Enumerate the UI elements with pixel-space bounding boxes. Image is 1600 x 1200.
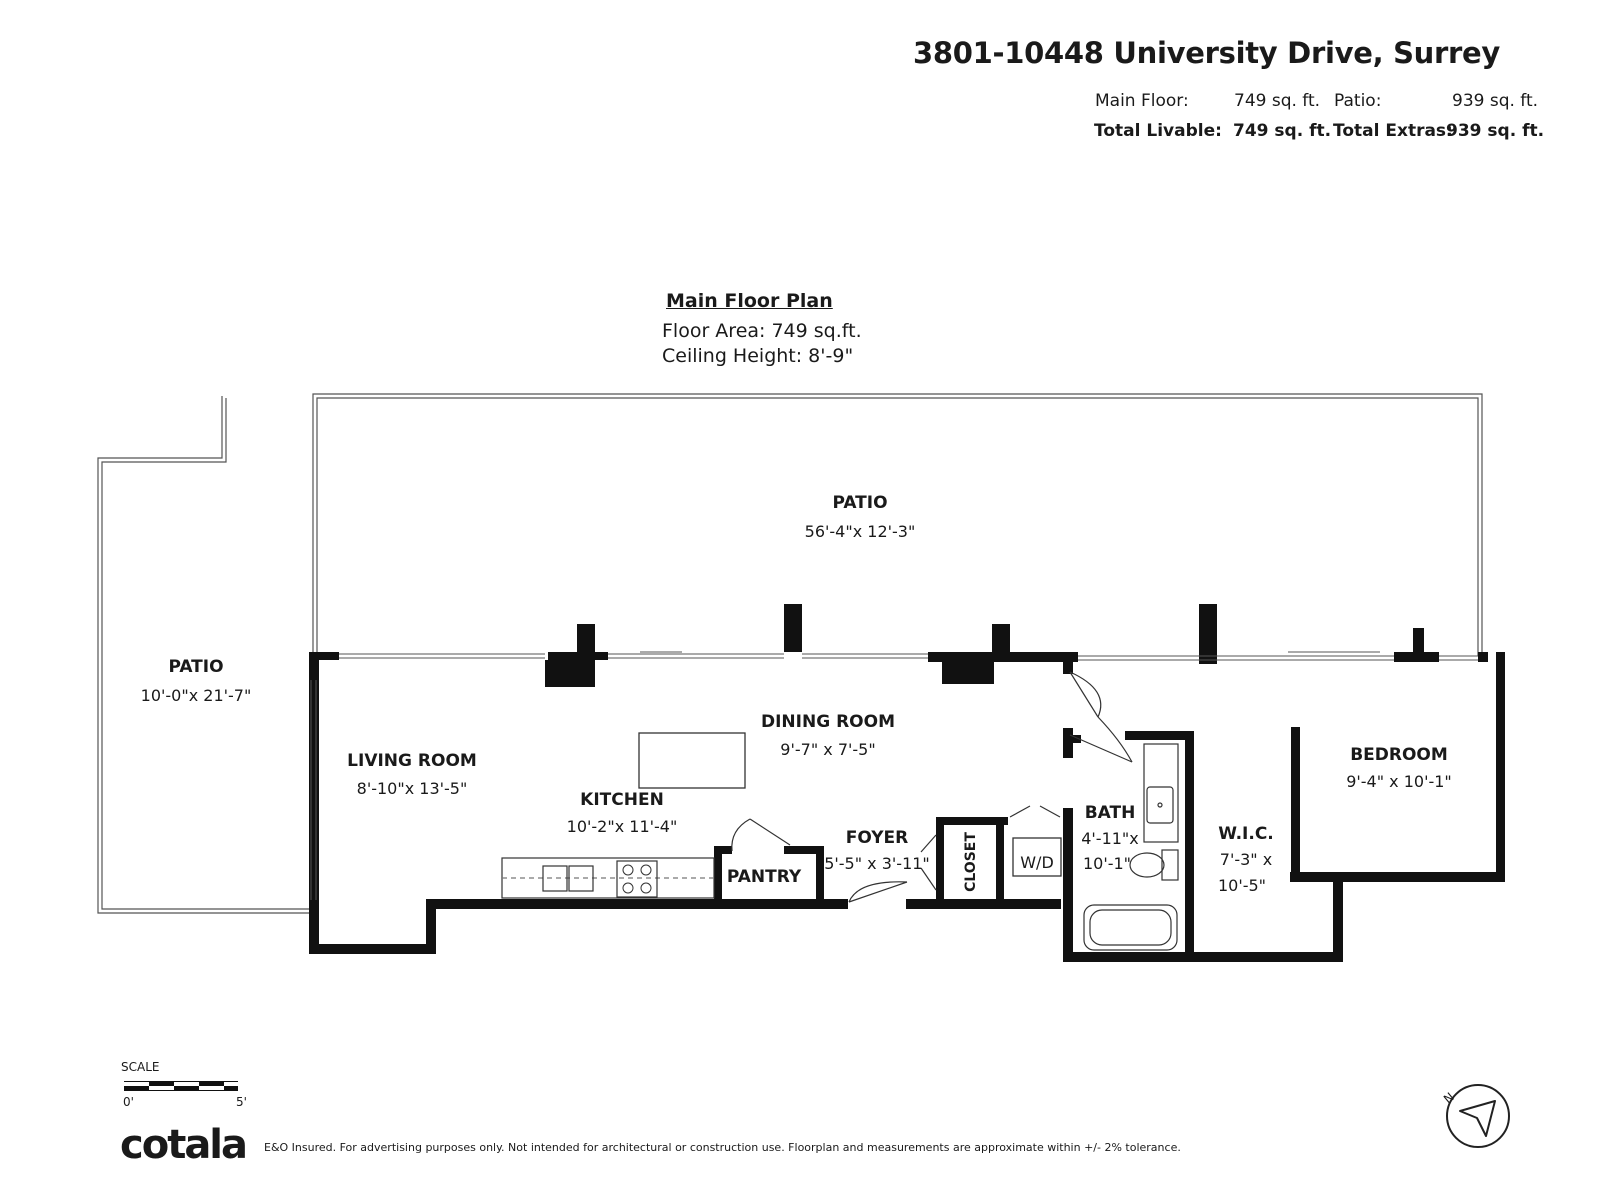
svg-text:N: N <box>1441 1090 1457 1106</box>
total-extras-label: Total Extras: <box>1333 121 1453 141</box>
kitchen-dims: 10'-2"x 11'-4" <box>567 817 678 836</box>
plan-title: Main Floor Plan <box>666 290 833 312</box>
dining-room-dims: 9'-7" x 7'-5" <box>780 740 875 759</box>
patio-outline <box>312 393 1483 656</box>
total-extras-value: 939 sq. ft. <box>1446 121 1545 141</box>
structural-columns <box>545 604 1424 687</box>
patio-left-dims: 10'-0"x 21'-7" <box>141 686 252 705</box>
kitchen-label: KITCHEN <box>580 790 664 810</box>
exterior-walls <box>309 652 1505 962</box>
scale-zero: 0' <box>123 1095 134 1109</box>
pantry-label: PANTRY <box>727 867 802 887</box>
bath-dims-line1: 4'-11"x <box>1081 829 1139 848</box>
main-floor-label: Main Floor: <box>1095 91 1189 111</box>
patio-value: 939 sq. ft. <box>1452 91 1539 111</box>
property-address: 3801-10448 University Drive, Surrey <box>912 36 1500 70</box>
patio-left-label: PATIO <box>168 657 223 677</box>
foyer-dims: 5'-5" x 3'-11" <box>824 854 930 873</box>
wic-label: W.I.C. <box>1218 824 1274 844</box>
patio-left-outline <box>97 396 309 914</box>
bedroom-label: BEDROOM <box>1350 745 1448 765</box>
wd-label: W/D <box>1020 853 1054 872</box>
bath-dims-line2: 10'-1" <box>1083 854 1131 873</box>
disclaimer: E&O Insured. For advertising purposes on… <box>264 1141 1181 1154</box>
bath-fixtures <box>1083 743 1179 951</box>
main-floor-value: 749 sq. ft. <box>1234 91 1321 111</box>
dining-room-label: DINING ROOM <box>761 712 895 732</box>
ceiling-height: Ceiling Height: 8'-9" <box>662 345 854 367</box>
north-arrow-icon: N <box>1441 1084 1510 1148</box>
total-livable-value: 749 sq. ft. <box>1233 121 1332 141</box>
living-room-label: LIVING ROOM <box>347 751 477 771</box>
wic-dims-line2: 10'-5" <box>1218 876 1266 895</box>
scale-five: 5' <box>236 1095 247 1109</box>
total-livable-label: Total Livable: <box>1094 121 1222 141</box>
washer-dryer-box <box>1012 837 1062 877</box>
foyer-label: FOYER <box>846 828 908 848</box>
kitchen-counter <box>501 857 715 899</box>
brand-logo: cotala <box>120 1122 248 1168</box>
closet-label: CLOSET <box>963 832 979 892</box>
scale-label: SCALE <box>121 1060 160 1074</box>
living-room-dims: 8'-10"x 13'-5" <box>357 779 468 798</box>
interior-walls <box>714 662 1300 956</box>
door-swings <box>731 671 1133 903</box>
bath-label: BATH <box>1085 803 1136 823</box>
cooktop-icon <box>622 864 652 894</box>
patio-top-dims: 56'-4"x 12'-3" <box>805 522 916 541</box>
wic-dims-line1: 7'-3" x <box>1220 850 1272 869</box>
floor-area: Floor Area: 749 sq.ft. <box>662 320 862 342</box>
window-lines <box>310 651 1478 900</box>
kitchen-island <box>638 732 746 789</box>
patio-label: Patio: <box>1334 91 1382 111</box>
bedroom-dims: 9'-4" x 10'-1" <box>1346 772 1452 791</box>
scale-bar <box>124 1081 238 1091</box>
patio-top-label: PATIO <box>832 493 887 513</box>
